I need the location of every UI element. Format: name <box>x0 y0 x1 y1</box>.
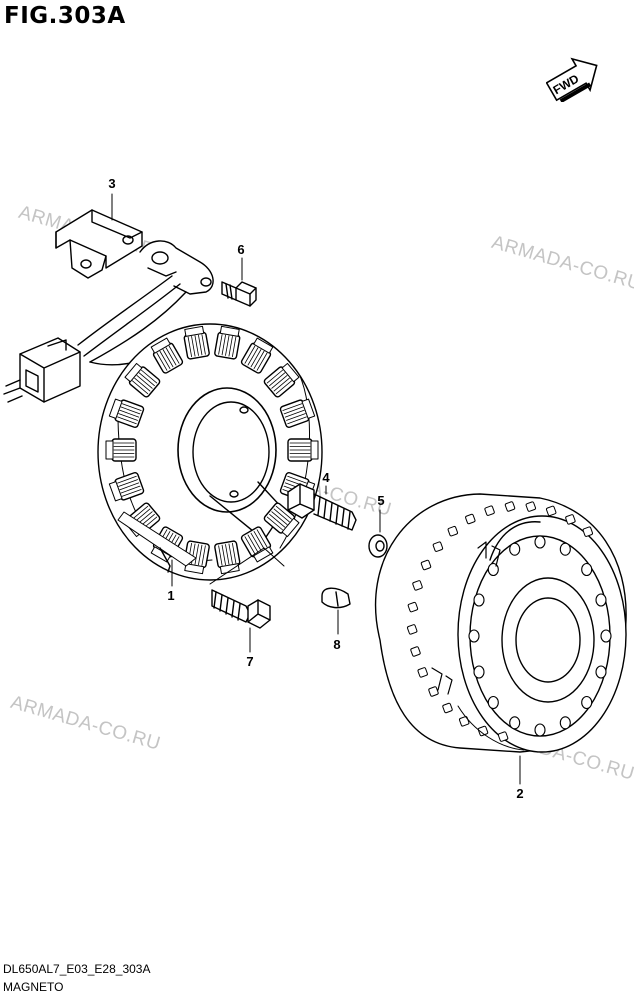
rotor-slot <box>406 624 418 635</box>
rotor-slot <box>582 526 594 537</box>
rotor-hole <box>534 723 546 737</box>
stator-tooth <box>279 398 316 429</box>
rotor-hole <box>581 695 593 710</box>
connector <box>3 337 81 403</box>
figure-name: MAGNETO <box>3 980 64 994</box>
rotor-hole <box>487 695 499 710</box>
rotor-slot <box>497 731 509 742</box>
callout-2: 2 <box>516 786 524 801</box>
callout-1: 1 <box>167 588 175 603</box>
stator-tooth <box>124 362 161 398</box>
rotor-slot <box>565 514 576 525</box>
stator-tooth <box>263 502 300 538</box>
rotor-hole <box>600 629 612 643</box>
stator-tooth <box>108 471 145 502</box>
stator-tooth <box>240 526 274 563</box>
washer <box>368 534 388 558</box>
stator-tooth <box>105 438 137 462</box>
rotor-slot <box>545 505 557 517</box>
callout-3: 3 <box>108 176 116 191</box>
figure-code: DL650AL7_E03_E28_303A <box>3 962 151 976</box>
long-bolt <box>287 483 357 531</box>
stator-tooth <box>214 540 241 575</box>
rotor-hole <box>468 629 480 643</box>
rotor-hole <box>595 665 607 679</box>
rotor-hole <box>473 593 485 607</box>
rotor-hole <box>509 716 521 730</box>
figure-title: FIG.303A <box>4 3 126 29</box>
rotor-hole <box>509 542 521 556</box>
stator-tooth <box>287 438 319 462</box>
rotor-slot <box>484 505 495 516</box>
rotor-slot <box>428 686 439 697</box>
rotor-hole <box>473 665 485 679</box>
rotor-slot <box>525 501 537 512</box>
rotor-hole <box>487 562 499 577</box>
rotor-hole <box>581 562 593 577</box>
rotor-slot <box>412 580 423 591</box>
stator-tooth <box>108 398 145 429</box>
stator-tooth <box>263 362 300 398</box>
rotor-slot <box>447 525 459 537</box>
rotor-slot <box>417 667 428 678</box>
rotor-hole <box>595 593 607 607</box>
rotor-hole <box>559 716 571 730</box>
wire-bracket <box>55 209 143 279</box>
stator-tooth <box>240 337 274 374</box>
rotor-slot <box>407 601 419 613</box>
flywheel-rotor <box>374 493 627 753</box>
rotor-slot <box>432 541 444 552</box>
callout-5: 5 <box>377 493 385 508</box>
rotor-hole <box>559 542 571 556</box>
rotor-slot <box>442 702 453 714</box>
stator-tooth <box>183 325 210 360</box>
bolt <box>211 589 271 629</box>
fwd-arrow-icon: FWD <box>546 57 598 102</box>
callout-6: 6 <box>237 242 245 257</box>
callout-8: 8 <box>333 637 341 652</box>
stator-tooth <box>214 325 241 360</box>
rotor-slot <box>410 646 421 657</box>
key <box>321 587 351 609</box>
callout-7: 7 <box>246 654 254 669</box>
small-bolt <box>221 281 257 307</box>
rotor-slot <box>504 501 516 512</box>
rotor-hole <box>534 535 546 549</box>
rotor-slot <box>465 513 476 525</box>
stator <box>97 323 323 581</box>
callout-4: 4 <box>322 470 330 485</box>
rotor-slot <box>420 559 432 571</box>
wire-clamp <box>139 240 214 295</box>
stator-tooth <box>150 337 184 374</box>
